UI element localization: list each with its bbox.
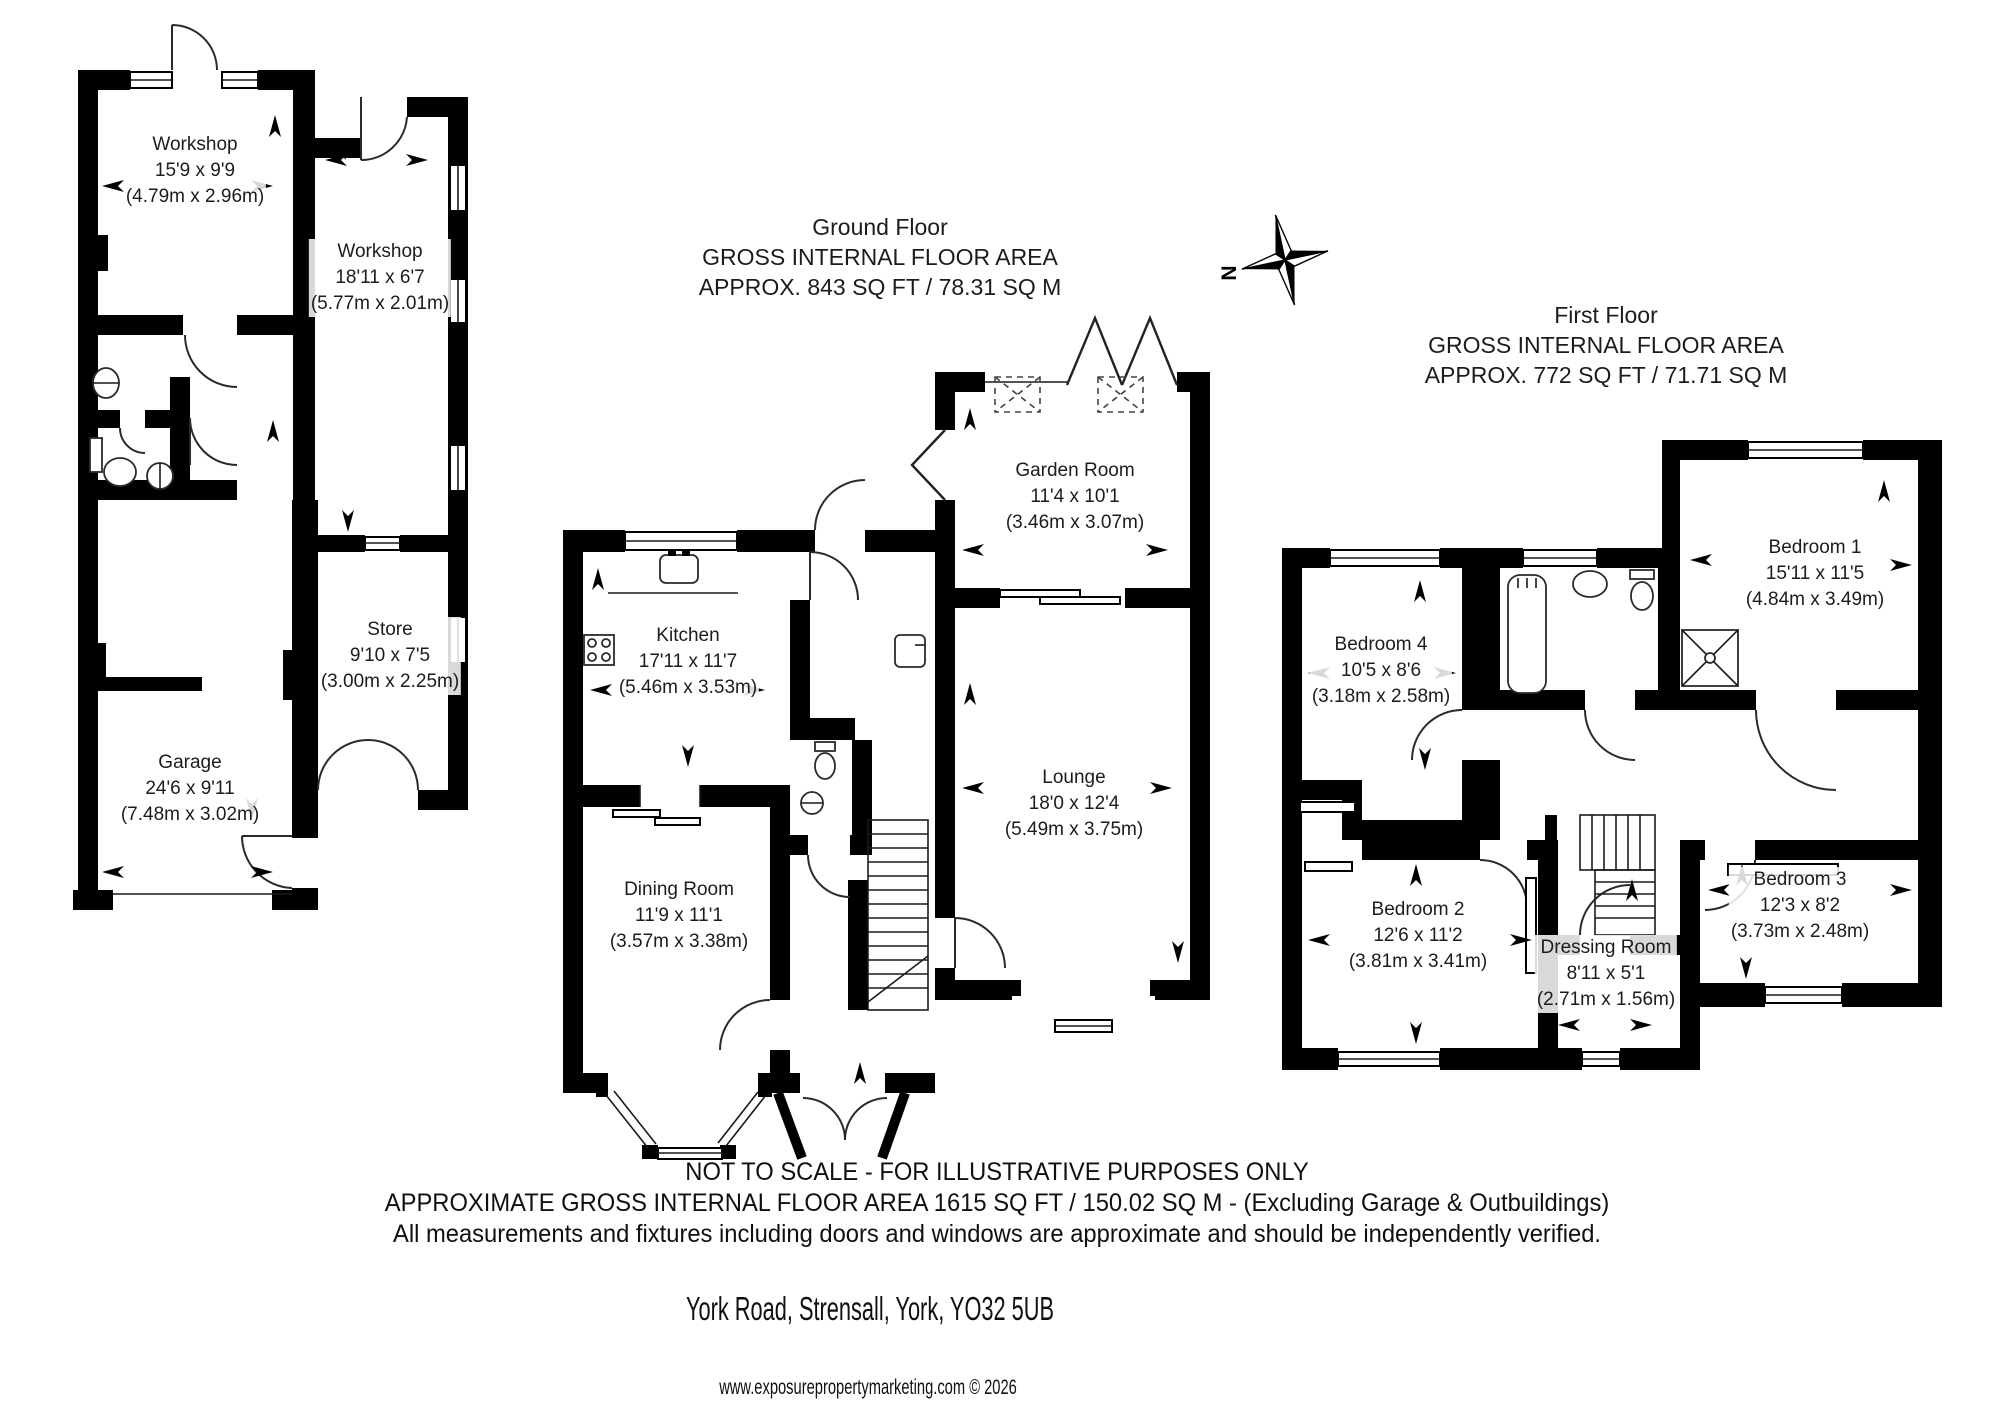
first-floor-title: First Floor (1554, 302, 1658, 328)
toilet-icon (103, 457, 137, 487)
toilet-cistern-icon (814, 741, 836, 752)
first-floor-windows (1329, 441, 1864, 1067)
bifold-doors (910, 314, 1179, 501)
wardrobe-lines (612, 809, 701, 826)
first-floor-header: First Floor GROSS INTERNAL FLOOR AREA AP… (1424, 302, 1788, 388)
stairs-first (1579, 814, 1656, 936)
skylights (994, 376, 1144, 413)
room-label-store: Store 9'10 x 7'5 (3.00m x 2.25m) (318, 617, 462, 695)
disclaimer-line1: NOT TO SCALE - FOR ILLUSTRATIVE PURPOSES… (685, 1158, 1309, 1186)
bay-window-dining (596, 1073, 772, 1160)
outbuilding-walls (73, 70, 468, 910)
property-address: York Road, Strensall, York, YO32 5UB (685, 1290, 1055, 1327)
basin-icon (1572, 570, 1608, 598)
room-label-bedroom4: Bedroom 4 10'5 x 8'6 (3.18m x 2.58m) (1309, 632, 1453, 710)
room-label-garage: Garage 24'6 x 9'11 (7.48m x 3.02m) (118, 750, 262, 828)
shower-icon (1681, 629, 1739, 687)
room-label-dressing-room: Dressing Room 8'11 x 5'1 (2.71m x 1.56m) (1534, 935, 1678, 1013)
stairs-ground (867, 819, 929, 1011)
bath-icon (1507, 574, 1547, 694)
disclaimer-line2: APPROXIMATE GROSS INTERNAL FLOOR AREA 16… (384, 1189, 1610, 1217)
first-floor-walls (1282, 440, 1942, 1070)
room-label-garden-room: Garden Room 11'4 x 10'1 (3.46m x 3.07m) (1003, 458, 1147, 536)
first-floor-plan (1282, 440, 1942, 1070)
outbuilding-windows (129, 71, 467, 664)
kitchen-sink-icon (659, 554, 699, 584)
kitchen-fixtures (583, 550, 926, 668)
compass-north-label: N (1218, 265, 1241, 280)
wc-fixtures-ground (800, 741, 836, 815)
hob-icon (583, 634, 615, 666)
toilet-icon (1630, 581, 1654, 611)
bay-window-lounge (1005, 980, 1166, 996)
room-label-lounge: Lounge 18'0 x 12'4 (5.49m x 3.75m) (1002, 765, 1146, 843)
room-label-workshop1: Workshop 15'9 x 9'9 (4.79m x 2.96m) (123, 132, 267, 210)
compass-icon: N (1218, 214, 1329, 306)
toilet-cistern-icon (1629, 569, 1655, 580)
boiler-icon (894, 634, 926, 668)
website-credit: www.exposurepropertymarketing.com © 2026 (719, 1376, 1017, 1399)
room-label-workshop2: Workshop 18'11 x 6'7 (5.77m x 2.01m) (308, 239, 452, 317)
room-label-bedroom1: Bedroom 1 15'11 x 11'5 (4.84m x 3.49m) (1743, 535, 1887, 613)
room-label-bedroom2: Bedroom 2 12'6 x 11'2 (3.81m x 3.41m) (1346, 897, 1490, 975)
outbuildings-floor-plan (73, 24, 468, 910)
front-door-porch (773, 1091, 910, 1160)
ground-floor-title: Ground Floor (812, 214, 948, 240)
room-label-bedroom3: Bedroom 3 12'3 x 8'2 (3.73m x 2.48m) (1728, 867, 1872, 945)
ground-floor-windows (624, 531, 1121, 1033)
bathroom-fixtures (1507, 569, 1655, 694)
outbuilding-doors (119, 24, 419, 889)
toilet-cistern-icon (89, 437, 103, 473)
room-label-dining-room: Dining Room 11'9 x 11'1 (3.57m x 3.38m) (607, 877, 751, 955)
ground-floor-doors (719, 479, 1006, 1051)
disclaimer-line3: All measurements and fixtures including … (392, 1220, 1602, 1248)
ground-floor-walls (563, 372, 1210, 1093)
ground-floor-plan (563, 314, 1210, 1160)
ground-floor-header: Ground Floor GROSS INTERNAL FLOOR AREA A… (698, 214, 1062, 300)
wc-fixtures (89, 367, 174, 490)
room-label-kitchen: Kitchen 17'11 x 11'7 (5.46m x 3.53m) (616, 623, 760, 701)
toilet-icon (814, 752, 836, 780)
